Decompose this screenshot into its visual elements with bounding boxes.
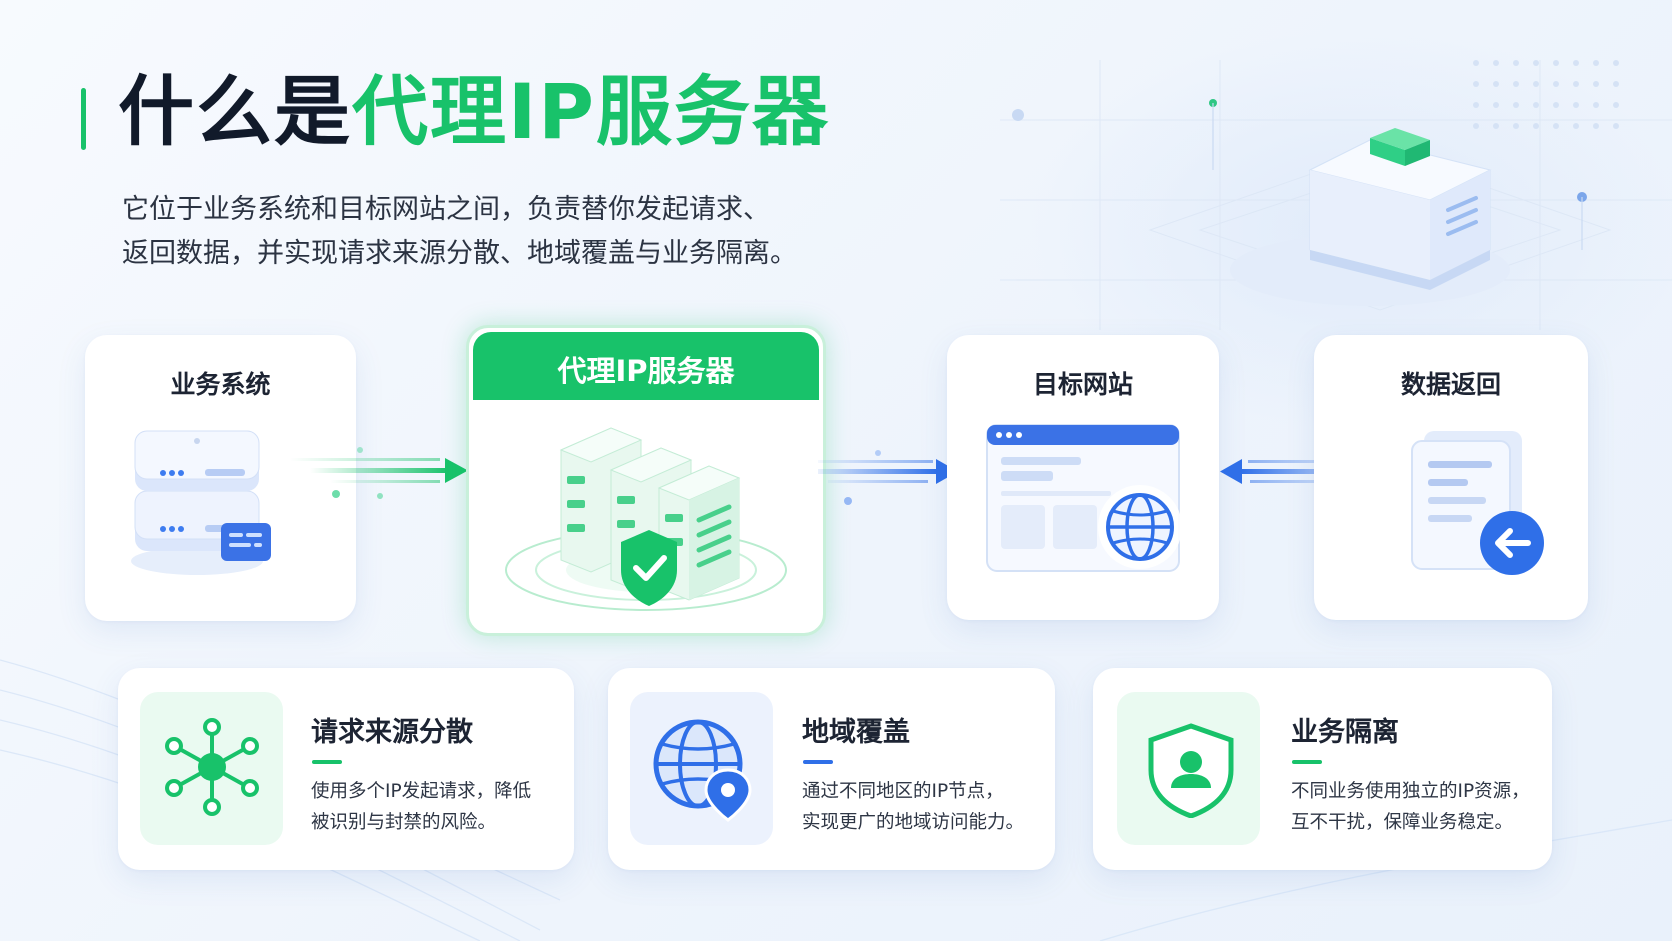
feature-desc-1: 使用多个IP发起请求，降低 被识别与封禁的风险。 bbox=[311, 776, 531, 838]
target-site-label: 目标网站 bbox=[1032, 370, 1133, 399]
feature-underline-1 bbox=[312, 760, 342, 764]
data-return-card: 数据返回 bbox=[1314, 335, 1588, 620]
feature-card-request-dispersion: 请求来源分散 使用多个IP发起请求，降低 被识别与封禁的风险。 bbox=[118, 668, 574, 870]
target-site-card: 目标网站 bbox=[947, 335, 1219, 620]
shield-check-icon bbox=[621, 530, 677, 606]
server-cube-illustration bbox=[1230, 128, 1510, 306]
subtitle-line-1: 它位于业务系统和目标网站之间，负责替你发起请求、 bbox=[122, 194, 770, 225]
feature-card-geo-coverage: 地域覆盖 通过不同地区的IP节点， 实现更广的地域访问能力。 bbox=[608, 668, 1055, 870]
shield-user-icon bbox=[1148, 723, 1234, 818]
feature-desc-3-line-1: 不同业务使用独立的IP资源， bbox=[1291, 781, 1530, 802]
data-return-label: 数据返回 bbox=[1400, 370, 1501, 399]
feature-desc-3: 不同业务使用独立的IP资源， 互不干扰，保障业务稳定。 bbox=[1291, 776, 1530, 838]
feature-underline-3 bbox=[1292, 760, 1322, 764]
globe-location-icon bbox=[653, 719, 752, 822]
proxy-server-header bbox=[473, 332, 819, 400]
feature-desc-2: 通过不同地区的IP节点， 实现更广的地域访问能力。 bbox=[802, 776, 1024, 838]
title-accent-bar bbox=[81, 88, 86, 150]
proxy-server-rack-icon bbox=[505, 427, 787, 611]
server-stack-icon bbox=[131, 430, 271, 575]
arrow-right-green-icon bbox=[290, 447, 468, 499]
network-hub-icon bbox=[165, 718, 259, 816]
page-subtitle: 它位于业务系统和目标网站之间，负责替你发起请求、 返回数据，并实现请求来源分散、… bbox=[122, 188, 797, 276]
feature-desc-1-line-2: 被识别与封禁的风险。 bbox=[311, 812, 497, 833]
proxy-server-label: 代理IP服务器 bbox=[557, 354, 735, 388]
browser-globe-icon bbox=[986, 424, 1182, 572]
title-prefix: 什么是 bbox=[118, 67, 352, 156]
feature-title-2: 地域覆盖 bbox=[802, 717, 910, 748]
title-highlight: 代理IP服务器 bbox=[352, 67, 830, 156]
feature-desc-2-line-1: 通过不同地区的IP节点， bbox=[802, 781, 1004, 802]
page-title: 什么是代理IP服务器 bbox=[118, 74, 830, 150]
feature-desc-2-line-2: 实现更广的地域访问能力。 bbox=[802, 812, 1025, 833]
feature-card-business-isolation: 业务隔离 不同业务使用独立的IP资源， 互不干扰，保障业务稳定。 bbox=[1093, 668, 1552, 870]
feature-desc-3-line-2: 互不干扰，保障业务稳定。 bbox=[1291, 812, 1514, 833]
document-return-icon bbox=[1411, 431, 1544, 575]
feature-underline-2 bbox=[803, 760, 833, 764]
feature-title-1: 请求来源分散 bbox=[311, 717, 473, 748]
business-system-card: 业务系统 bbox=[85, 335, 356, 621]
subtitle-line-2: 返回数据，并实现请求来源分散、地域覆盖与业务隔离。 bbox=[122, 238, 797, 269]
feature-title-3: 业务隔离 bbox=[1291, 717, 1399, 748]
arrow-right-blue-icon bbox=[818, 450, 958, 505]
business-system-label: 业务系统 bbox=[170, 370, 271, 399]
proxy-server-card: 代理IP服务器 bbox=[466, 325, 826, 636]
feature-desc-1-line-1: 使用多个IP发起请求，降低 bbox=[311, 781, 532, 802]
